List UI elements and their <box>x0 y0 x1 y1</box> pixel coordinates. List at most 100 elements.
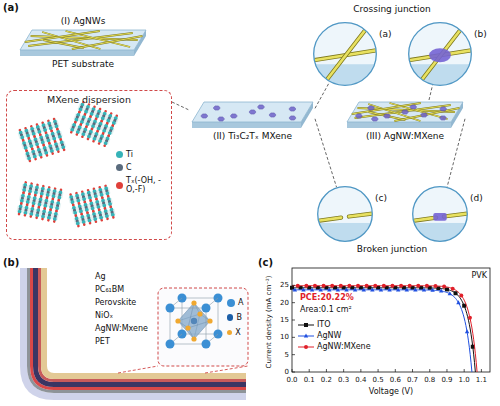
zoom-leader <box>118 366 158 373</box>
legend-swatch <box>227 299 235 307</box>
data-marker <box>296 284 300 288</box>
atom <box>43 207 46 210</box>
atom <box>112 216 115 219</box>
zoom-background <box>313 22 377 86</box>
flake-slab <box>74 209 116 225</box>
nanowire <box>325 30 366 83</box>
tick-label: 0.5 <box>373 376 384 384</box>
atom <box>50 129 53 132</box>
atom <box>57 199 60 202</box>
mxene-flake <box>258 105 265 109</box>
data-marker <box>370 287 374 291</box>
a-site <box>202 304 211 313</box>
data-marker <box>310 287 314 291</box>
tick-mark <box>464 369 465 372</box>
legend-sample <box>298 321 314 329</box>
atom <box>56 127 59 130</box>
a-site <box>166 304 175 313</box>
nanowire-outline <box>444 213 468 216</box>
atom <box>29 215 32 218</box>
box-title: MXene dispersion <box>47 94 131 105</box>
data-marker <box>347 284 351 288</box>
tick-label: 5 <box>285 350 289 358</box>
mxene-flake <box>421 113 428 117</box>
legend-text: AgNW:MXene <box>317 342 371 351</box>
tick-label: 0 <box>285 368 289 376</box>
data-marker <box>353 287 357 291</box>
flake-slab <box>71 198 113 214</box>
a-site <box>202 340 211 349</box>
mxene-flake <box>218 117 225 121</box>
sheet-caption: PET substrate <box>52 59 114 70</box>
atom <box>92 209 95 212</box>
area-note: Area:0.1 cm² <box>300 305 352 315</box>
data-marker <box>413 287 417 291</box>
mxene-flake <box>440 107 447 111</box>
tick-mark <box>446 369 447 372</box>
flake-slab <box>18 120 60 139</box>
atom <box>75 133 78 136</box>
data-marker <box>330 284 334 288</box>
tick-label: 1.1 <box>476 376 487 384</box>
atom <box>80 212 83 215</box>
data-marker <box>356 284 360 288</box>
atom <box>81 135 84 138</box>
flake-slab <box>17 205 59 220</box>
jv-curve <box>292 286 477 372</box>
mxene-flake <box>368 106 375 110</box>
layer-name: AgNW:Mxene <box>95 324 148 334</box>
data-marker <box>293 287 297 291</box>
zoom-leader <box>315 119 337 187</box>
atom <box>45 154 48 157</box>
data-marker <box>468 316 472 320</box>
atom <box>28 159 31 162</box>
flake-slab <box>19 195 61 210</box>
atom <box>72 203 75 206</box>
atom <box>106 194 109 197</box>
mxene-flake <box>371 117 378 121</box>
sheet-caption: (III) AgNW:MXene <box>366 131 444 142</box>
atom <box>109 205 112 208</box>
zoom-label: (d) <box>470 193 483 204</box>
x-site <box>185 325 190 330</box>
nanowire <box>43 40 84 48</box>
data-marker <box>439 289 443 293</box>
atom <box>21 138 24 141</box>
legend-item: A <box>227 298 243 307</box>
data-marker <box>322 284 326 288</box>
data-marker <box>390 284 394 288</box>
zoom-background <box>408 22 472 86</box>
atom <box>28 192 31 195</box>
sheet-top <box>347 102 463 122</box>
legend-swatch <box>116 151 123 158</box>
mxene-flake <box>16 181 64 224</box>
mxene-flake <box>213 106 220 110</box>
inset-frame <box>158 288 248 366</box>
panel-label: (c) <box>258 257 273 269</box>
legend-text: AgNW <box>317 331 341 340</box>
atom <box>17 213 20 216</box>
data-marker <box>327 287 331 291</box>
legend-item: Ti <box>116 150 133 159</box>
legend-item: B <box>227 313 242 322</box>
atom <box>53 140 56 143</box>
atom <box>77 202 80 205</box>
nanowire <box>352 103 421 114</box>
circle-drawing <box>313 22 377 86</box>
sheet-front <box>192 122 301 128</box>
legend-swatch <box>116 164 123 171</box>
zoom-leader <box>205 366 248 373</box>
legend-swatch <box>116 182 123 189</box>
atom <box>92 140 95 143</box>
zoom-content <box>412 213 468 242</box>
atom <box>95 197 98 200</box>
tick-label: 0.9 <box>441 376 452 384</box>
tick-label: 0.7 <box>407 376 418 384</box>
atom <box>47 219 50 222</box>
nanowire <box>349 213 373 216</box>
data-marker <box>396 287 400 291</box>
atom <box>40 195 43 198</box>
atom <box>34 157 37 160</box>
atom <box>62 148 65 151</box>
material-label: PVK <box>471 271 487 281</box>
